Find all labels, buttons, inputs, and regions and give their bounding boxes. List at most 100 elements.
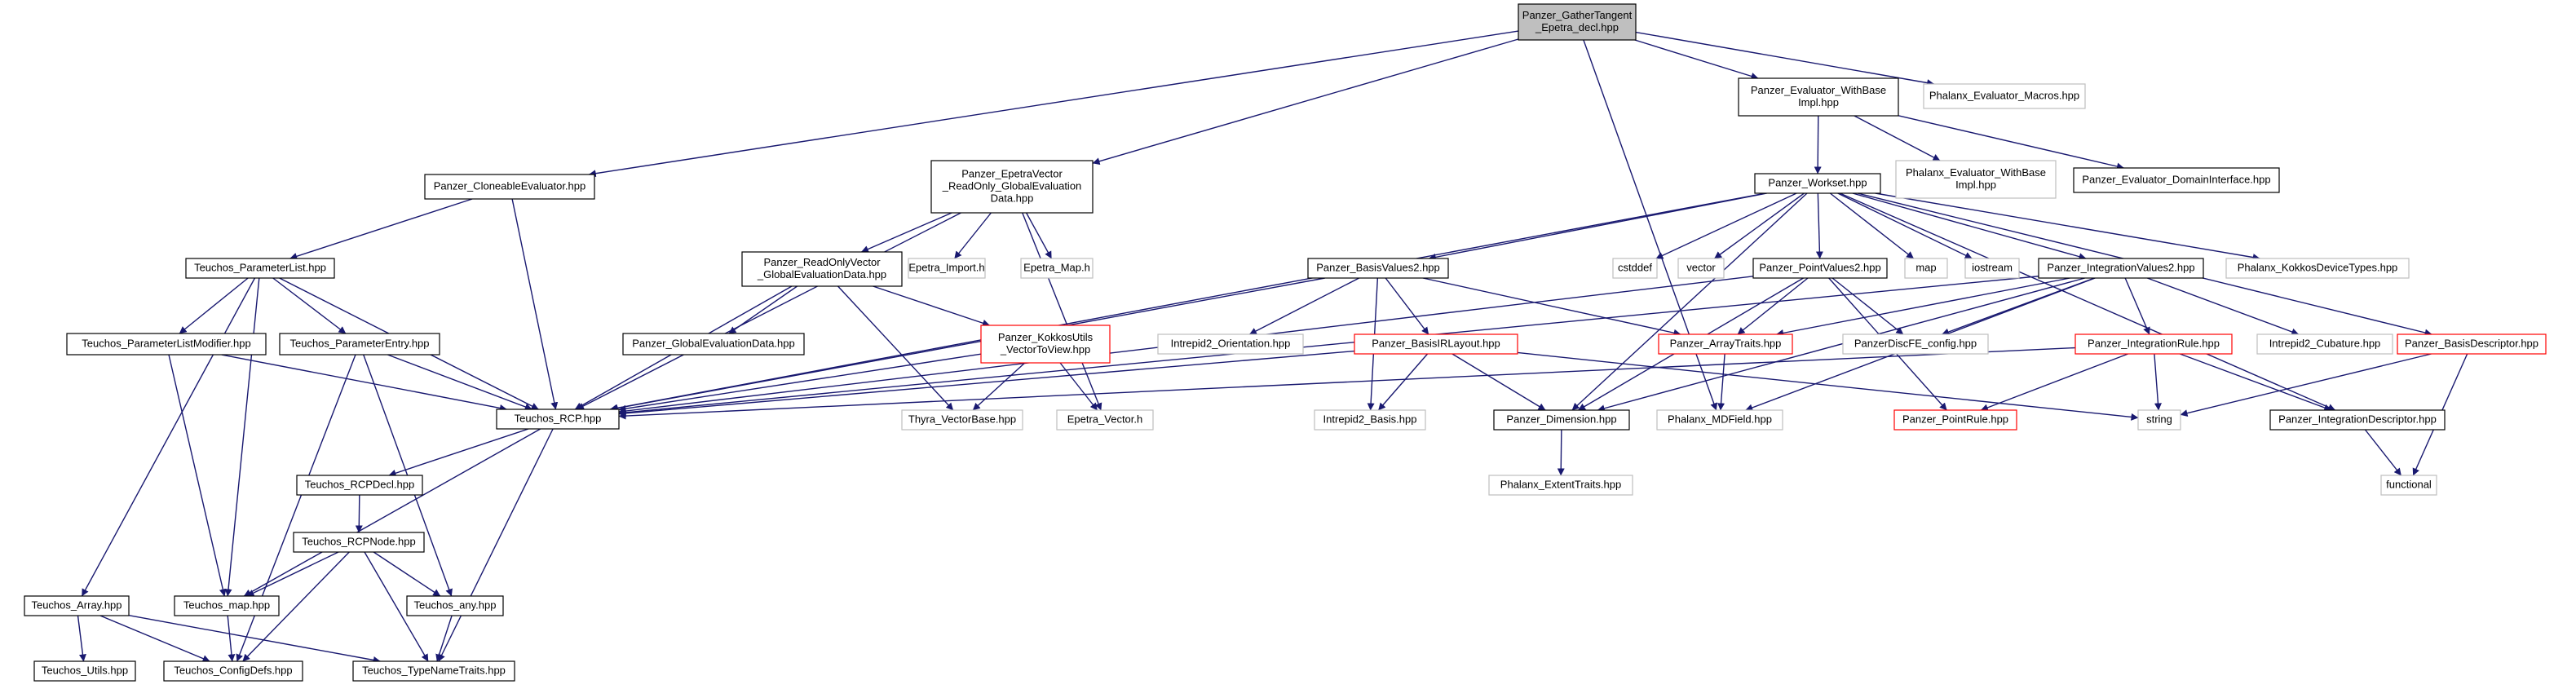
node-box xyxy=(741,251,903,287)
node-box xyxy=(1904,258,1948,279)
include-edge xyxy=(77,615,86,662)
node-label: Thyra_VectorBase.hpp xyxy=(908,413,1016,426)
node-box xyxy=(622,333,805,356)
node-label: Panzer_KokkosUtils xyxy=(998,331,1094,343)
node-panzer-kokkosutils-vectortoview-hpp[interactable]: Panzer_KokkosUtils_VectorToView.hpp xyxy=(980,325,1111,364)
node-panzer-cloneableevaluator-hpp[interactable]: Panzer_CloneableEvaluator.hpp xyxy=(424,174,595,200)
include-edge xyxy=(243,428,541,597)
node-box xyxy=(1612,258,1658,279)
node-label: Panzer_Workset.hpp xyxy=(1768,177,1867,189)
node-box xyxy=(2038,258,2204,279)
node-label: Phalanx_Evaluator_Macros.hpp xyxy=(1929,90,2079,102)
node-label: Teuchos_TypeNameTraits.hpp xyxy=(362,665,506,677)
node-label: Panzer_IntegrationDescriptor.hpp xyxy=(2278,413,2437,426)
include-edge xyxy=(1092,38,1519,166)
include-edge xyxy=(1815,192,1823,259)
node-box xyxy=(66,333,267,356)
include-edge xyxy=(618,276,2039,417)
node-label: cstddef xyxy=(1618,262,1652,274)
include-edge xyxy=(2180,353,2332,412)
include-edge xyxy=(388,428,529,477)
node-intrepid2-basis-hpp: Intrepid2_Basis.hpp xyxy=(1314,409,1426,431)
node-label: Epetra_Import.h xyxy=(908,262,984,274)
node-box xyxy=(424,174,595,200)
include-edge xyxy=(1737,277,1809,335)
node-teuchos-map-hpp[interactable]: Teuchos_map.hpp xyxy=(174,595,280,616)
node-panzer-basisdescriptor-hpp[interactable]: Panzer_BasisDescriptor.hpp xyxy=(2397,333,2547,355)
node-box xyxy=(2397,333,2547,355)
node-box xyxy=(1923,83,2086,109)
include-edge xyxy=(179,277,249,334)
include-edge xyxy=(873,285,990,327)
node-panzer-pointrule-hpp[interactable]: Panzer_PointRule.hpp xyxy=(1893,409,2017,431)
node-teuchos-any-hpp[interactable]: Teuchos_any.hpp xyxy=(406,595,504,616)
node-panzer-basisirlayout-hpp[interactable]: Panzer_BasisIRLayout.hpp xyxy=(1354,333,1518,355)
node-box xyxy=(1895,160,2057,199)
include-edge xyxy=(2364,429,2402,476)
node-teuchos-configdefs-hpp[interactable]: Teuchos_ConfigDefs.hpp xyxy=(163,660,303,682)
include-edge xyxy=(1854,115,1941,161)
node-panzer-gathertangent-epetra-decl-hpp[interactable]: Panzer_GatherTangent_Epetra_decl.hpp xyxy=(1518,3,1637,41)
include-edge xyxy=(242,551,350,662)
node-panzer-integrationrule-hpp[interactable]: Panzer_IntegrationRule.hpp xyxy=(2074,333,2233,355)
node-panzer-evaluator-domaininterface-hpp[interactable]: Panzer_Evaluator_DomainInterface.hpp xyxy=(2073,167,2280,193)
node-teuchos-rcp-hpp[interactable]: Teuchos_RCP.hpp xyxy=(496,409,620,430)
include-edge xyxy=(246,551,339,597)
node-label: Panzer_BasisValues2.hpp xyxy=(1316,262,1440,274)
node-box xyxy=(2225,258,2410,279)
node-teuchos-parameterentry-hpp[interactable]: Teuchos_ParameterEntry.hpp xyxy=(279,333,440,356)
include-edge xyxy=(1898,115,2124,170)
node-iostream: iostream xyxy=(1964,258,2020,279)
node-panzer-readonlyvector-globalevaluationdata-hpp[interactable]: Panzer_ReadOnlyVector_GlobalEvaluationDa… xyxy=(741,251,903,287)
include-edge xyxy=(2180,353,2432,417)
node-box xyxy=(1056,409,1154,431)
include-edge xyxy=(1714,192,1805,259)
node-label: Panzer_GatherTangent xyxy=(1522,9,1633,21)
node-teuchos-typenametraits-hpp[interactable]: Teuchos_TypeNameTraits.hpp xyxy=(352,660,515,682)
node-teuchos-parameterlistmodifier-hpp[interactable]: Teuchos_ParameterListModifier.hpp xyxy=(66,333,267,356)
node-label: Panzer_IntegrationValues2.hpp xyxy=(2047,262,2194,274)
node-label: _GlobalEvaluationData.hpp xyxy=(757,268,886,280)
node-label: Data.hpp xyxy=(991,192,1034,205)
node-panzer-basisvalues2-hpp[interactable]: Panzer_BasisValues2.hpp xyxy=(1307,258,1449,279)
node-label: Phalanx_MDField.hpp xyxy=(1668,413,1772,426)
node-teuchos-rcpnode-hpp[interactable]: Teuchos_RCPNode.hpp xyxy=(293,532,425,553)
include-edge xyxy=(99,615,210,662)
include-edge xyxy=(588,30,1519,178)
node-epetra-map-h: Epetra_Map.h xyxy=(1020,258,1094,279)
node-label: Panzer_CloneableEvaluator.hpp xyxy=(434,180,585,192)
node-label: Panzer_BasisDescriptor.hpp xyxy=(2405,338,2538,350)
node-label: Panzer_Dimension.hpp xyxy=(1506,413,1616,426)
node-teuchos-array-hpp[interactable]: Teuchos_Array.hpp xyxy=(24,595,130,616)
node-panzer-integrationdescriptor-hpp[interactable]: Panzer_IntegrationDescriptor.hpp xyxy=(2269,409,2446,431)
node-panzer-dimension-hpp[interactable]: Panzer_Dimension.hpp xyxy=(1493,409,1630,431)
include-edge xyxy=(1571,192,1808,411)
node-panzer-globalevaluationdata-hpp[interactable]: Panzer_GlobalEvaluationData.hpp xyxy=(622,333,805,356)
node-panzer-workset-hpp[interactable]: Panzer_Workset.hpp xyxy=(1754,173,1881,194)
node-label: Teuchos_RCP.hpp xyxy=(515,413,602,425)
node-panzer-pointvalues2-hpp[interactable]: Panzer_PointValues2.hpp xyxy=(1752,258,1888,279)
node-label: Panzer_ArrayTraits.hpp xyxy=(1670,338,1782,350)
node-label: iostream xyxy=(1972,262,2013,274)
include-edge xyxy=(1377,353,1429,411)
node-teuchos-rcpdecl-hpp[interactable]: Teuchos_RCPDecl.hpp xyxy=(296,475,423,496)
node-panzer-epetravector-readonly-globalevaluationdata-hpp[interactable]: Panzer_EpetraVector_ReadOnly_GlobalEvalu… xyxy=(930,160,1094,214)
node-box xyxy=(406,595,504,616)
include-edge xyxy=(1776,277,2070,337)
node-box xyxy=(24,595,130,616)
node-panzer-arraytraits-hpp[interactable]: Panzer_ArrayTraits.hpp xyxy=(1658,333,1793,355)
include-edge xyxy=(221,354,507,412)
node-label: Impl.hpp xyxy=(1798,96,1839,108)
node-phalanx-evaluator-macros-hpp: Phalanx_Evaluator_Macros.hpp xyxy=(1923,83,2086,109)
include-edge xyxy=(1852,192,2087,261)
include-edge xyxy=(1635,31,1935,86)
node-teuchos-parameterlist-hpp[interactable]: Teuchos_ParameterList.hpp xyxy=(185,258,335,279)
node-cstddef: cstddef xyxy=(1612,258,1658,279)
include-edge xyxy=(837,285,954,411)
node-teuchos-utils-hpp[interactable]: Teuchos_Utils.hpp xyxy=(33,660,136,682)
include-edge xyxy=(227,615,236,662)
node-panzer-integrationvalues2-hpp[interactable]: Panzer_IntegrationValues2.hpp xyxy=(2038,258,2204,279)
include-edge xyxy=(1385,277,1429,335)
